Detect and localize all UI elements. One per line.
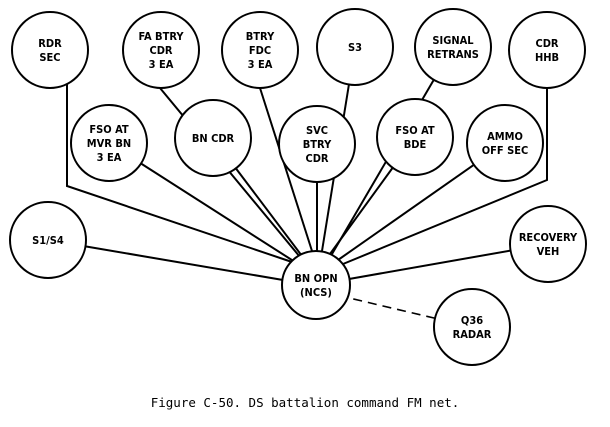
node-bn-cdr-circle	[174, 99, 252, 177]
node-btry-fdc-label-line: FDC	[249, 44, 271, 57]
node-fso-at-bde-label-line: FSO AT	[395, 124, 435, 137]
node-fso-at-bde-label-line: BDE	[404, 138, 427, 151]
figure-caption: Figure C-50. DS battalion command FM net…	[150, 395, 460, 410]
node-bn-cdr-label-line: BN CDR	[192, 132, 235, 145]
node-cdr-hhb-circle	[508, 11, 586, 89]
node-rdr-sec-label-line: RDR	[38, 37, 62, 50]
node-s3-circle	[316, 8, 394, 86]
node-ammo-off-sec-circle	[466, 104, 544, 182]
node-rdr-sec-circle	[11, 11, 89, 89]
node-svc-btry-cdr-label-line: BTRY	[303, 138, 332, 151]
node-fa-btry-cdr-label-line: 3 EA	[149, 58, 174, 71]
node-svc-btry-cdr-circle	[278, 105, 356, 183]
node-fso-at-bde-circle	[376, 98, 454, 176]
node-cdr-hhb-label-line: HHB	[535, 51, 559, 64]
s1-s4-link	[85, 245, 284, 281]
node-signal-retrans-label-line: SIGNAL	[432, 34, 474, 47]
node-signal-retrans-label-line: RETRANS	[427, 48, 479, 61]
node-fa-btry-cdr-label-line: FA BTRY	[138, 30, 184, 43]
node-btry-fdc-circle	[221, 11, 299, 89]
node-recovery-veh-label-line: VEH	[537, 245, 560, 258]
node-recovery-veh-circle	[509, 205, 587, 283]
q36-radar-link	[344, 296, 436, 320]
node-s3: S3	[316, 8, 394, 86]
node-s3-label-line: S3	[348, 41, 362, 54]
node-fa-btry-cdr-circle	[122, 11, 200, 89]
node-bn-opn-ncs-label-line: BN OPN	[294, 272, 337, 285]
node-svc-btry-cdr-label-line: CDR	[305, 152, 328, 165]
node-fso-at-mvr-bn-label-line: MVR BN	[87, 137, 131, 150]
node-q36-radar-label-line: RADAR	[453, 328, 492, 341]
btry-fdc-link	[259, 87, 313, 252]
recovery-veh-link	[348, 249, 511, 280]
node-signal-retrans-circle	[414, 8, 492, 86]
fso-at-bde-link	[329, 167, 394, 255]
bn-cdr-link	[235, 167, 303, 257]
node-fso-at-mvr-bn-label-line: 3 EA	[97, 151, 122, 164]
node-fa-btry-cdr-label-line: CDR	[149, 44, 172, 57]
node-bn-opn-ncs-label-line: (NCS)	[300, 286, 332, 299]
node-bn-cdr: BN CDR	[174, 99, 252, 177]
node-fso-at-mvr-bn-label-line: FSO AT	[89, 123, 129, 136]
node-ammo-off-sec-label-line: OFF SEC	[482, 144, 529, 157]
node-s1-s4: S1/S4	[9, 201, 87, 279]
cdr-hhb-link	[342, 88, 548, 265]
node-btry-fdc-label-line: 3 EA	[248, 58, 273, 71]
fso-at-mvr-bn-link	[140, 162, 296, 263]
node-recovery-veh-label-line: RECOVERY	[519, 231, 578, 244]
node-btry-fdc-label-line: BTRY	[246, 30, 275, 43]
link-layer	[66, 79, 548, 320]
node-fso-at-mvr-bn-circle	[70, 104, 148, 182]
node-rdr-sec-label-line: SEC	[39, 51, 60, 64]
node-ammo-off-sec-label-line: AMMO	[487, 130, 523, 143]
ammo-off-sec-link	[337, 163, 475, 261]
node-cdr-hhb-label-line: CDR	[535, 37, 558, 50]
node-bn-opn-ncs-circle	[281, 250, 351, 320]
node-s1-s4-circle	[9, 201, 87, 279]
node-bn-opn-ncs: BN OPN(NCS)	[281, 250, 351, 320]
node-s1-s4-label-line: S1/S4	[32, 234, 64, 247]
node-q36-radar-label-line: Q36	[461, 314, 483, 327]
node-svc-btry-cdr-label-line: SVC	[306, 124, 328, 137]
node-q36-radar-circle	[433, 288, 511, 366]
